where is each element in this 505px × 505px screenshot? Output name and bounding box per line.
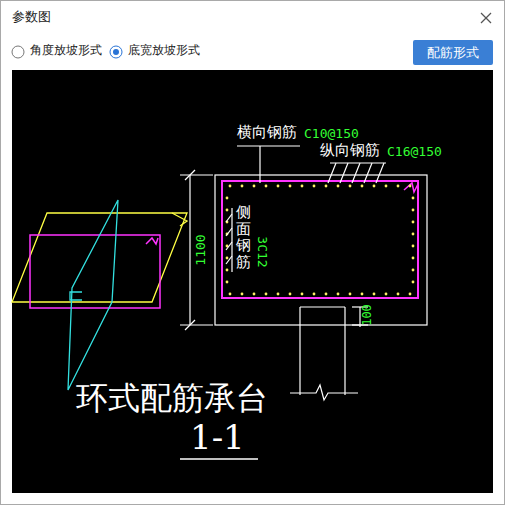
section-mark: 1-1 [190,418,245,457]
plan-view [12,200,187,390]
rebar-dot [253,293,256,296]
leader-tick [340,163,348,183]
rebar-dot [229,185,232,188]
rebar-dot [412,221,415,224]
leader-tick [226,228,232,236]
radio-unchecked [12,46,24,58]
rebar-dot [412,281,415,284]
radio-checked [110,46,122,58]
leader-tick [352,163,360,183]
rebar-dot [226,269,229,272]
rebar-dot [277,185,280,188]
rebar-dot [373,293,376,296]
rebar-dot [412,209,415,212]
rebar-name: 横向钢筋 [237,124,297,141]
rebar-dot [412,233,415,236]
rebar-dot [265,293,268,296]
rebar-dot [241,293,244,296]
rebar-dot [412,269,415,272]
leader-tick [226,242,232,250]
rebar-spec: 3C12 [255,236,270,267]
rebar-spec: C16@150 [387,145,442,160]
rebar-dot [397,185,400,188]
action-button: 配筋形式 [413,40,493,65]
rebar-dot [289,185,292,188]
rebar-dot [361,293,364,296]
rebar-dot [349,293,352,296]
rebar-dot [412,257,415,260]
rebar-name: 侧面钢筋 [236,204,251,270]
rebar-dot [373,185,376,188]
rebar-dot [385,185,388,188]
rebar-dot [313,293,316,296]
rebar-dot [325,185,328,188]
rebar-spec: C10@150 [304,127,359,142]
dimension: 100 [361,304,375,326]
rebar-dot [226,197,229,200]
rebar-dot [337,185,340,188]
rebar-dot [337,293,340,296]
leader-tick [376,163,384,183]
rebar-dot [226,281,229,284]
close-icon [481,13,491,23]
rebar-dot [226,209,229,212]
rebar-dot [349,185,352,188]
rebar-dot [313,185,316,188]
radio-dot [113,49,119,55]
rebar-dot [397,293,400,296]
dimension: 1100 [194,234,209,265]
rebar-dot [241,185,244,188]
rebar-dot [253,185,256,188]
radio-label: 底宽放坡形式 [128,44,200,58]
leader-tick [364,163,372,183]
drawing-canvas [12,70,493,493]
rebar-dot [229,293,232,296]
leader-tick [328,163,336,183]
drawing-title: 环式配筋承台 [76,380,268,417]
button-label: 配筋形式 [427,44,479,62]
rebar-dot [226,257,229,260]
rebar-dot [289,293,292,296]
leader-tick [226,214,232,222]
rebar-dot [412,197,415,200]
rebar-dot [301,293,304,296]
rebar-dot [409,185,412,188]
rebar-dot [361,185,364,188]
rebar-dot [301,185,304,188]
window-title: 参数图 [12,10,51,25]
rebar-dot [409,293,412,296]
rebar-dot [325,293,328,296]
rebar-dot [265,185,268,188]
rebar-dot [412,245,415,248]
rebar-name: 纵向钢筋 [320,142,380,159]
radio-label: 角度放坡形式 [30,44,102,58]
rebar-dot [277,293,280,296]
rebar-dot [385,293,388,296]
leader-tick [226,256,232,264]
